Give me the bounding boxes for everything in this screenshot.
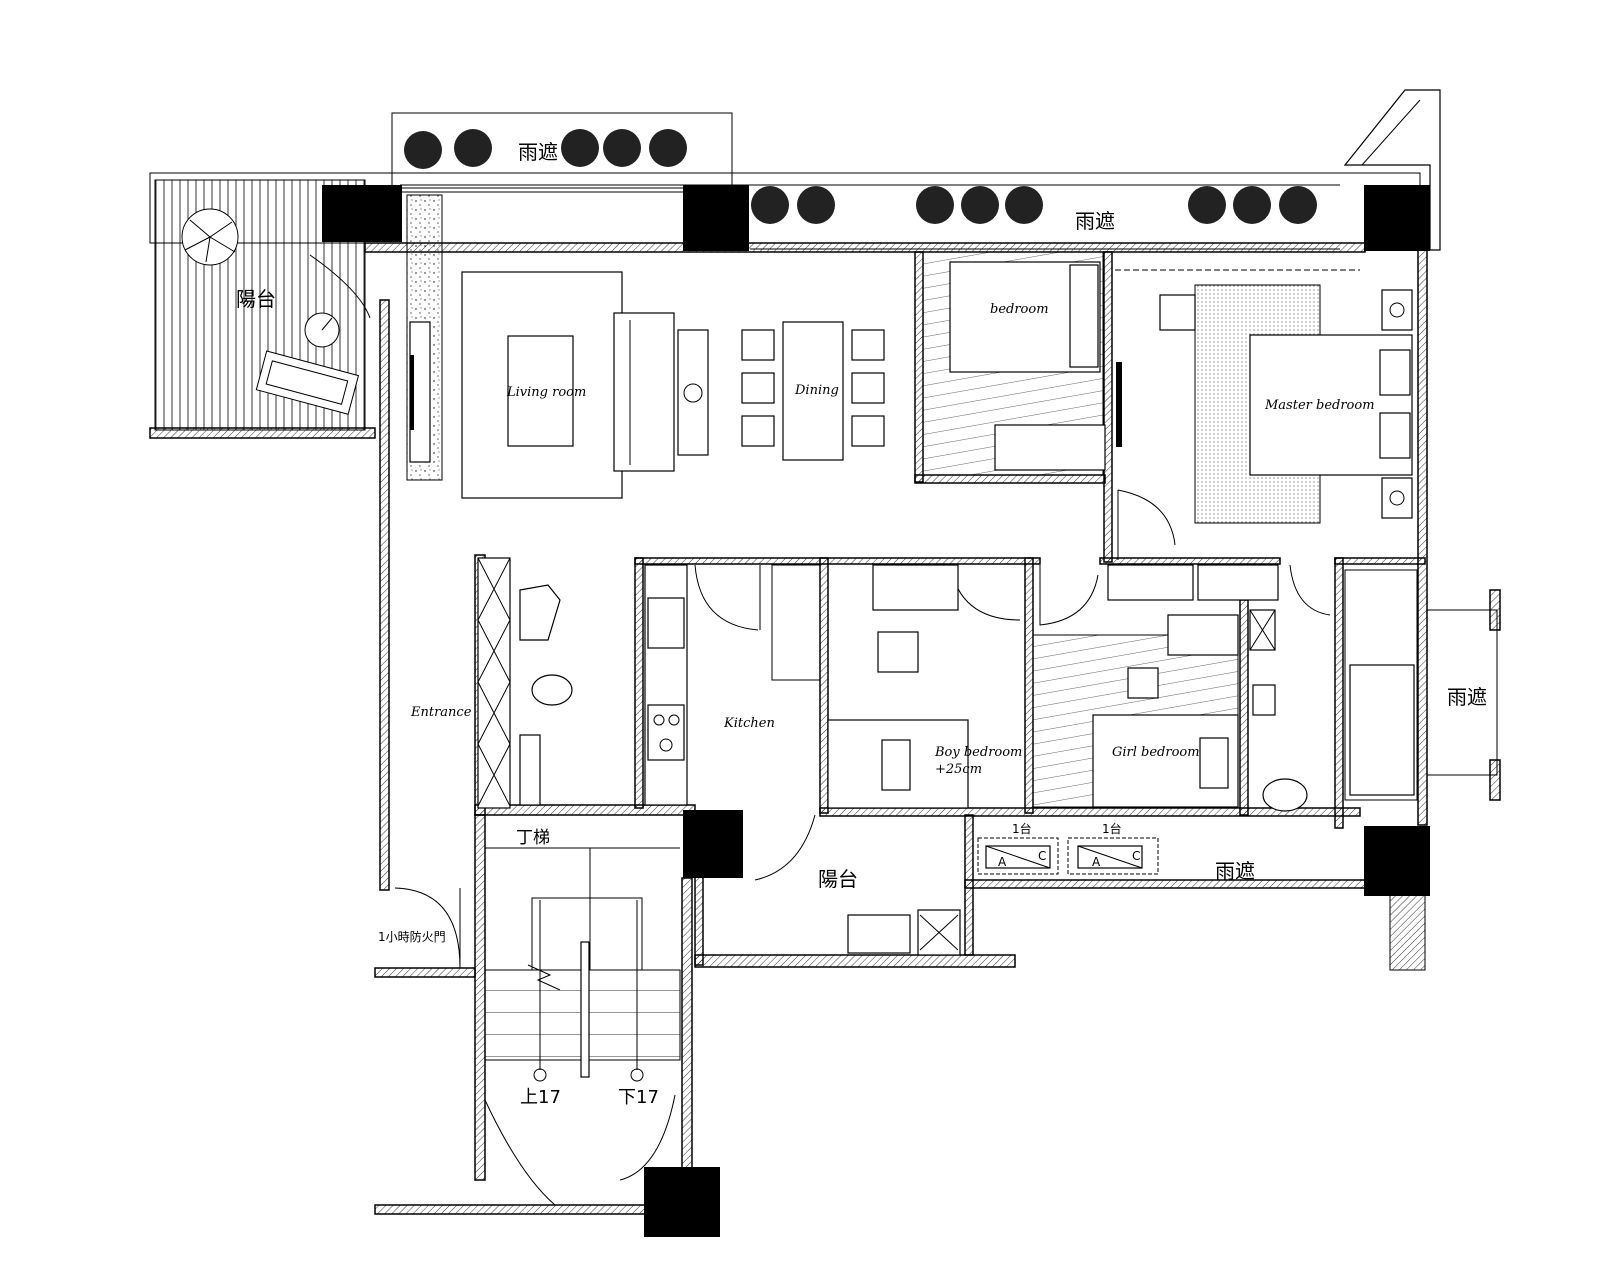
master-bedroom (1115, 269, 1413, 524)
label-ac-a-1: A (998, 855, 1007, 869)
guest-bath (519, 584, 573, 806)
label-ac-c-2: C (1132, 849, 1140, 863)
kitchen (644, 564, 821, 806)
side-table-icon (304, 312, 340, 348)
label-canopy-top-left: 雨遮 (518, 140, 558, 164)
label-canopy-right: 雨遮 (1447, 685, 1487, 709)
label-fire-door: 1小時防火門 (378, 929, 446, 944)
laundry (847, 909, 961, 956)
shrubs (404, 129, 1317, 224)
lounge-chair-icon (255, 350, 360, 415)
columns (322, 185, 1430, 1237)
label-master-bedroom: Master bedroom (1264, 398, 1375, 413)
label-ac-a-2: A (1092, 855, 1101, 869)
living-room (409, 271, 709, 499)
label-ac-count-1: 1台 (1012, 821, 1032, 836)
doors (394, 489, 1331, 1206)
label-stair-up: 上17 (520, 1087, 561, 1108)
ac-units (977, 837, 1159, 875)
label-ac-c-1: C (1038, 849, 1046, 863)
stairwell (484, 847, 681, 1082)
girl-bedroom (1032, 564, 1279, 808)
label-girl-bedroom: Girl bedroom (1112, 745, 1200, 760)
label-boy-bedroom-note: +25cm (935, 762, 982, 777)
label-dining: Dining (794, 383, 839, 398)
label-ac-count-2: 1台 (1102, 821, 1122, 836)
master-bath (1249, 569, 1501, 812)
label-boy-bedroom: Boy bedroom (934, 745, 1022, 760)
label-canopy-bottom: 雨遮 (1215, 859, 1255, 883)
dining-table (741, 321, 885, 461)
label-stair: 丁梯 (516, 828, 550, 848)
label-canopy-top-right: 雨遮 (1075, 209, 1115, 233)
label-balcony-bottom: 陽台 (818, 867, 858, 891)
label-living-room: Living room (506, 385, 586, 400)
entrance-cabinet (477, 557, 511, 809)
label-kitchen: Kitchen (723, 716, 775, 731)
label-balcony-top: 陽台 (236, 287, 276, 311)
label-entrance: Entrance (410, 705, 472, 720)
label-bedroom: bedroom (990, 302, 1049, 317)
label-stair-down: 下17 (618, 1087, 659, 1108)
bedroom-top (922, 251, 1122, 476)
tree-icon (181, 208, 239, 266)
boy-bedroom (827, 564, 969, 809)
